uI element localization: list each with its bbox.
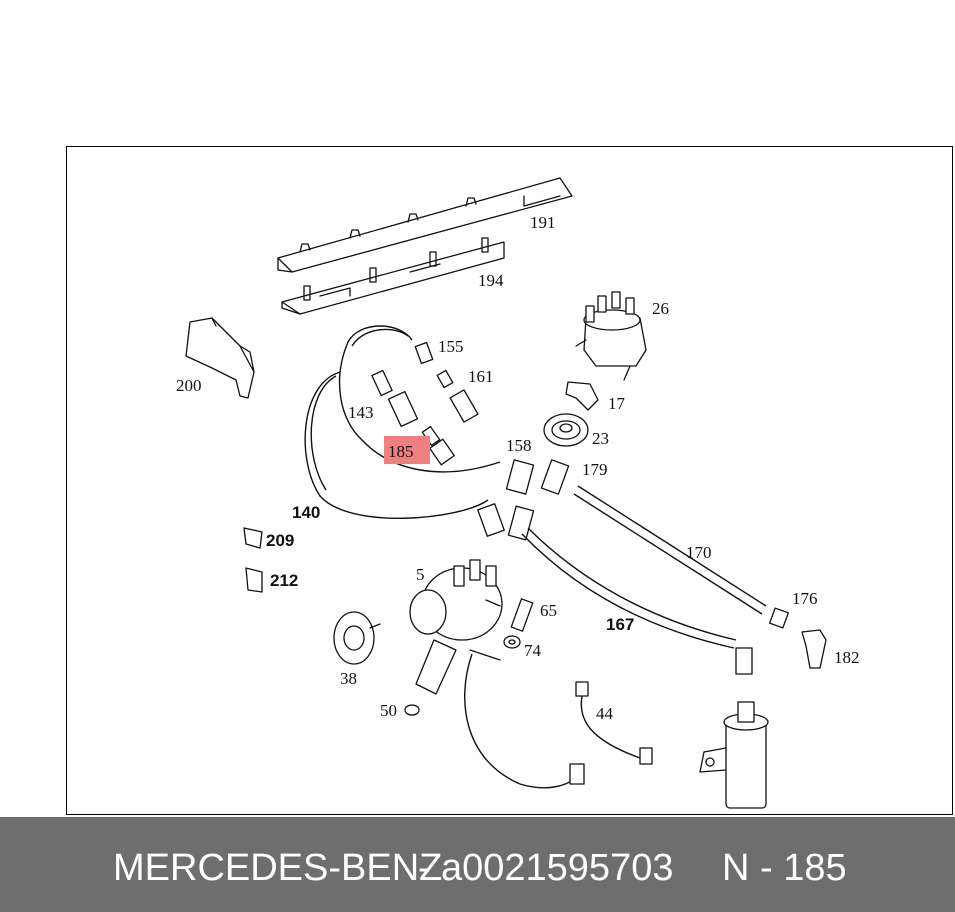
distributor-sensor-cable <box>464 653 585 789</box>
parts-diagram: 191 194 26 200 155 161 143 17 23 185 158… <box>176 177 860 809</box>
callout-194[interactable]: 194 <box>478 271 504 290</box>
callout-17[interactable]: 17 <box>608 394 626 413</box>
part-185-highlight <box>384 436 430 464</box>
part-17-rotor <box>565 381 599 411</box>
part-161-connector <box>436 369 479 423</box>
part-5-distributor <box>409 559 503 695</box>
part-143-ignition-lead <box>338 325 501 473</box>
callout-161[interactable]: 161 <box>468 367 494 386</box>
part-50-o-ring <box>404 704 420 716</box>
part-209-clip <box>243 527 263 549</box>
part-182-boot <box>801 629 827 669</box>
part-185-highlighted <box>421 425 455 466</box>
part-155-connector <box>414 341 434 365</box>
callout-23[interactable]: 23 <box>592 429 609 448</box>
callout-167[interactable]: 167 <box>606 615 634 634</box>
callout-191[interactable]: 191 <box>530 213 556 232</box>
footer-separator: - <box>418 847 431 889</box>
callout-65[interactable]: 65 <box>540 601 557 620</box>
callout-74[interactable]: 74 <box>524 641 542 660</box>
part-38-vacuum-unit <box>333 611 381 665</box>
part-194-rail <box>281 237 505 315</box>
part-176-connector <box>769 607 789 629</box>
callout-155[interactable]: 155 <box>438 337 464 356</box>
ignition-coil <box>699 701 769 809</box>
callout-176[interactable]: 176 <box>792 589 818 608</box>
callout-158[interactable]: 158 <box>506 436 532 455</box>
callout-200[interactable]: 200 <box>176 376 202 395</box>
callout-170[interactable]: 170 <box>686 543 712 562</box>
brand-name: MERCEDES-BENZ <box>113 847 443 889</box>
part-191-rail <box>277 177 573 273</box>
callout-26[interactable]: 26 <box>652 299 669 318</box>
part-212-clip <box>245 567 263 593</box>
part-26-distributor-cap <box>575 291 647 381</box>
callout-179[interactable]: 179 <box>582 460 608 479</box>
part-65-screw <box>510 598 534 632</box>
part-179-boot <box>540 459 570 495</box>
part-info-footer: MERCEDES-BENZ - a0021595703 N - 185 <box>0 817 955 912</box>
callout-143[interactable]: 143 <box>348 403 374 422</box>
callout-182[interactable]: 182 <box>834 648 860 667</box>
part-158-boot <box>505 459 535 495</box>
part-170-ignition-lead <box>573 485 767 615</box>
callout-140[interactable]: 140 <box>292 503 320 522</box>
part-44-sensor-lead <box>575 681 653 765</box>
callout-209[interactable]: 209 <box>266 531 294 550</box>
callout-44[interactable]: 44 <box>596 704 614 723</box>
callout-212[interactable]: 212 <box>270 571 298 590</box>
part-23-dust-shield <box>543 413 589 447</box>
callout-185[interactable]: 185 <box>388 442 414 461</box>
part-number: a0021595703 <box>441 847 674 889</box>
callout-38[interactable]: 38 <box>340 669 357 688</box>
diagram-position: N - 185 <box>722 847 847 889</box>
callout-5[interactable]: 5 <box>416 565 425 584</box>
part-140-ignition-lead <box>304 371 505 537</box>
callout-50[interactable]: 50 <box>380 701 397 720</box>
part-74-washer <box>503 635 521 649</box>
part-167-ignition-lead <box>507 505 753 675</box>
part-200-cover <box>185 317 255 399</box>
